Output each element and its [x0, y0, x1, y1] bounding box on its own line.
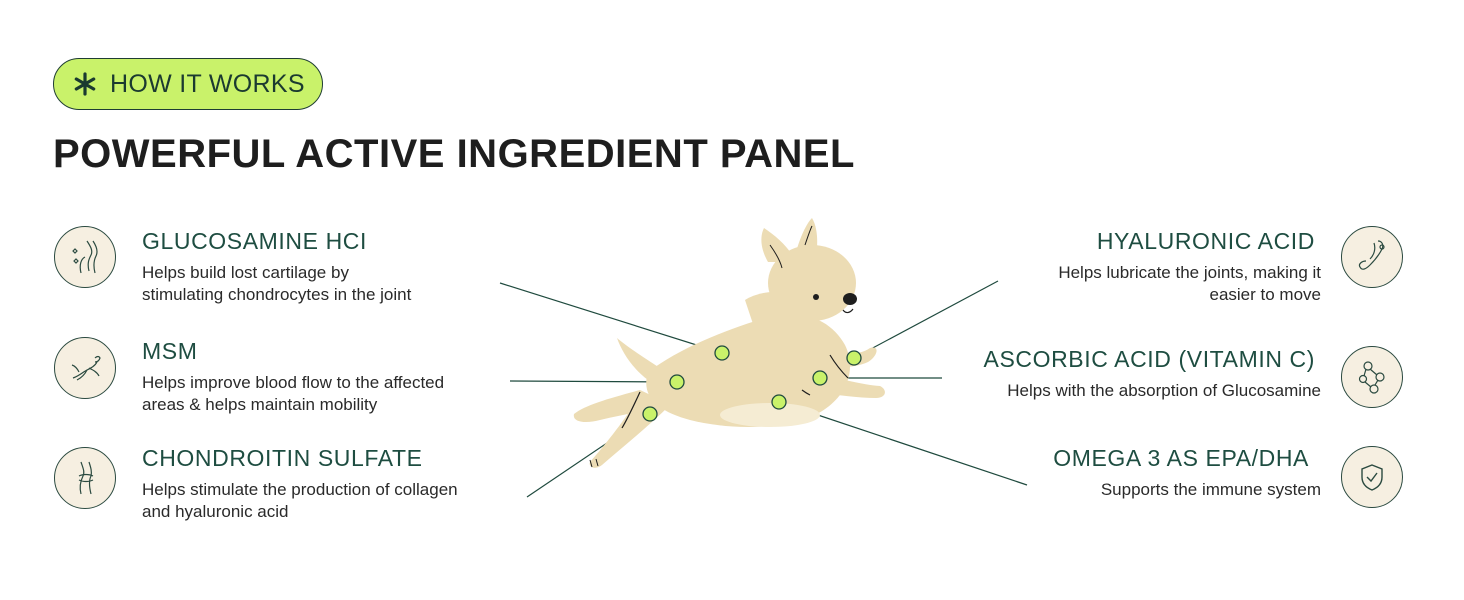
ingredient-description: Helps improve blood flow to the affected… [142, 372, 444, 416]
desc-line: Helps improve blood flow to the affected [142, 373, 445, 392]
running-dog-icon [54, 337, 116, 399]
ingredient-hyaluronic: HYALURONIC ACID Helps lubricate the join… [1058, 226, 1321, 306]
shield-check-icon [1341, 446, 1403, 508]
desc-line: Helps with the absorption of Glucosamine [1007, 381, 1321, 400]
knee-joint-icon [54, 226, 116, 288]
page-title: POWERFUL ACTIVE INGREDIENT PANEL [53, 132, 855, 176]
ingredient-chondroitin: CHONDROITIN SULFATE Helps stimulate the … [142, 443, 458, 523]
ingredient-description: Helps stimulate the production of collag… [142, 479, 458, 523]
ingredient-description: Helps build lost cartilage by stimulatin… [142, 262, 411, 306]
ingredient-msm: MSM Helps improve blood flow to the affe… [142, 336, 444, 416]
ingredient-name: MSM [142, 338, 198, 364]
ingredient-name: GLUCOSAMINE HCI [142, 228, 367, 254]
ingredient-description: Helps lubricate the joints, making it ea… [1058, 262, 1321, 306]
desc-line: Supports the immune system [1100, 480, 1321, 499]
asterisk-icon [72, 71, 98, 97]
ingredient-dots [642, 345, 862, 422]
ingredient-description: Helps with the absorption of Glucosamine [984, 380, 1321, 402]
how-it-works-badge: HOW IT WORKS [53, 58, 323, 110]
ingredient-description: Supports the immune system [1053, 479, 1321, 501]
desc-line: Helps build lost cartilage by [142, 263, 349, 282]
badge-label: HOW IT WORKS [110, 69, 305, 98]
ingredient-glucosamine: GLUCOSAMINE HCI Helps build lost cartila… [142, 226, 411, 306]
ingredient-ascorbic: ASCORBIC ACID (VITAMIN C) Helps with the… [984, 344, 1322, 402]
desc-line: areas & helps maintain mobility [142, 395, 378, 414]
ingredient-name: ASCORBIC ACID (VITAMIN C) [983, 346, 1315, 372]
ingredient-name: OMEGA 3 AS EPA/DHA [1053, 445, 1309, 471]
desc-line: and hyaluronic acid [142, 502, 289, 521]
desc-line: easier to move [1209, 285, 1322, 304]
ingredient-name: HYALURONIC ACID [1096, 228, 1315, 254]
molecule-icon [1341, 346, 1403, 408]
desc-line: Helps stimulate the production of collag… [142, 480, 458, 499]
knee-cartilage-icon [54, 447, 116, 509]
bone-joint-icon [1341, 226, 1403, 288]
desc-line: Helps lubricate the joints, making it [1058, 263, 1321, 282]
ingredient-name: CHONDROITIN SULFATE [142, 445, 423, 471]
desc-line: stimulating chondrocytes in the joint [142, 285, 412, 304]
ingredient-omega3: OMEGA 3 AS EPA/DHA Supports the immune s… [1053, 443, 1321, 501]
